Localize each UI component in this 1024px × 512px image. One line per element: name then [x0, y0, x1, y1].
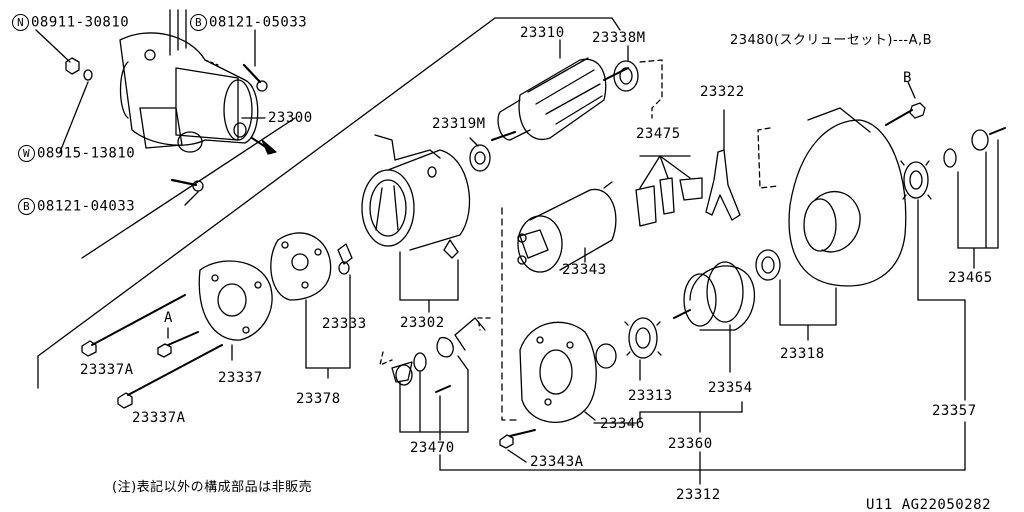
- diagram-code: U11 AG22050282: [866, 497, 992, 512]
- ref-letter-a: A: [164, 310, 173, 326]
- seal-and-washer-group-drawing: [379, 317, 491, 441]
- label-23337a-upper: 23337A: [80, 362, 134, 378]
- label-23475: 23475: [636, 126, 681, 142]
- yoke-drawing: [361, 134, 471, 313]
- assembly-grouping-lines: [439, 401, 966, 485]
- brush-holder-drawing: [270, 232, 353, 379]
- ref-letter-b: B: [903, 70, 912, 86]
- overrunning-clutch-drawing: [624, 261, 756, 381]
- label-23465: 23465: [948, 270, 993, 286]
- label-23322: 23322: [700, 84, 745, 100]
- callout-b2-letter: B: [18, 198, 35, 215]
- label-23313: 23313: [628, 388, 673, 404]
- callout-n-part: 08911-30810: [31, 14, 130, 31]
- lever-drawing: [705, 109, 741, 221]
- label-23318: 23318: [780, 346, 825, 362]
- bearing-23338m-drawing: [613, 45, 663, 119]
- label-23360: 23360: [668, 436, 713, 452]
- perspective-guide-lines: [37, 17, 621, 389]
- label-23378: 23378: [296, 391, 341, 407]
- dashed-group-bracket: [501, 207, 521, 421]
- label-23480: 23480(スクリューセット)---A,B: [730, 33, 933, 48]
- armature-drawing: [491, 39, 629, 141]
- callout-b1-letter: B: [190, 14, 207, 31]
- label-23319m: 23319M: [432, 116, 486, 132]
- label-23337a-lower: 23337A: [132, 410, 186, 426]
- gear-housing-drawing: [755, 107, 907, 341]
- label-23302: 23302: [400, 315, 445, 331]
- shift-lever-parts-drawing: [635, 155, 703, 227]
- solenoid-drawing: [517, 181, 617, 273]
- label-23300: 23300: [268, 110, 313, 126]
- label-23310: 23310: [520, 25, 565, 41]
- label-23338m: 23338M: [592, 30, 646, 46]
- label-23346: 23346: [600, 416, 645, 432]
- callout-n-letter: N: [12, 14, 29, 31]
- callout-b1-part: 08121-05033: [209, 14, 308, 31]
- callout-w-part: 08915-13810: [37, 145, 136, 162]
- callout-b2-part: 08121-04033: [37, 198, 136, 215]
- label-23343: 23343: [562, 262, 607, 278]
- footnote: (注)表記以外の構成部品は非販売: [112, 480, 313, 495]
- inset-leader-lines: [35, 29, 266, 206]
- label-23337: 23337: [218, 370, 263, 386]
- label-23357: 23357: [932, 403, 977, 419]
- callout-w-letter: W: [18, 145, 35, 162]
- bearing-23319m-drawing: [469, 137, 491, 172]
- label-23470: 23470: [410, 440, 455, 456]
- starter-assembly-inset: [65, 9, 277, 192]
- label-23312: 23312: [676, 487, 721, 503]
- rear-cover-drawing: [81, 260, 273, 409]
- label-23343a: 23343A: [530, 454, 584, 470]
- label-23333: 23333: [322, 316, 367, 332]
- front-housing-drawing: [454, 317, 617, 463]
- label-23354: 23354: [708, 380, 753, 396]
- pinion-and-fasteners-drawing: [885, 81, 1006, 401]
